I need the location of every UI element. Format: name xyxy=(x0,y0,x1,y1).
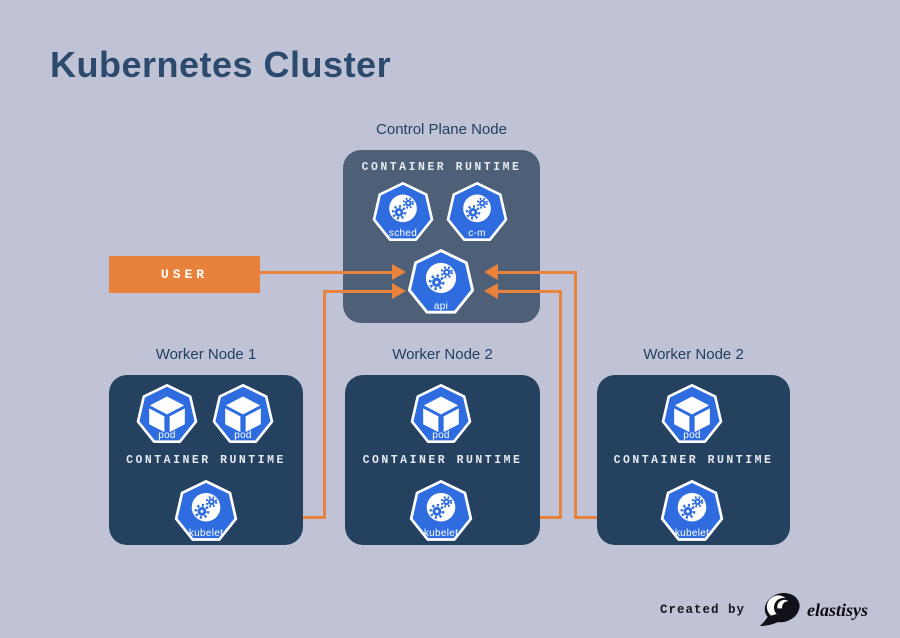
pod-icon: pod xyxy=(210,382,276,448)
api-server-icon: api xyxy=(405,247,477,319)
worker-node-3-box: pod CONTAINER RUNTIME kubelet xyxy=(597,375,790,545)
created-by-label: Created by xyxy=(660,603,746,617)
control-plane-label: Control Plane Node xyxy=(376,121,507,138)
arrow-api-worker2-vertical xyxy=(559,290,562,519)
api-server-icon-label: api xyxy=(433,301,449,312)
user-box: USER xyxy=(109,256,260,293)
pod-icon: pod xyxy=(659,382,725,448)
pod-icon-label: pod xyxy=(234,430,252,441)
arrowhead-into-api-right-top xyxy=(484,264,498,280)
pod-icon-label: pod xyxy=(683,430,701,441)
arrow-user-to-api xyxy=(260,271,392,274)
arrow-api-worker1-top xyxy=(323,290,392,293)
controller-manager-icon-label: c-m xyxy=(468,228,486,239)
arrow-api-worker3-top xyxy=(498,271,577,274)
arrow-api-worker3-vertical xyxy=(574,271,577,519)
elastisys-logo-icon xyxy=(759,592,800,626)
scheduler-icon-label: sched xyxy=(388,228,418,239)
container-runtime-label: CONTAINER RUNTIME xyxy=(126,454,286,467)
arrow-api-worker2-top xyxy=(498,290,562,293)
pod-icon: pod xyxy=(408,382,474,448)
kubelet-icon: kubelet xyxy=(407,478,475,546)
kubelet-icon-label: kubelet xyxy=(188,528,224,539)
controller-manager-icon: c-m xyxy=(444,180,510,246)
kubelet-icon-label: kubelet xyxy=(674,528,710,539)
container-runtime-label: CONTAINER RUNTIME xyxy=(613,454,774,467)
container-runtime-label: CONTAINER RUNTIME xyxy=(362,454,523,467)
pod-icon: pod xyxy=(134,382,200,448)
arrow-api-worker1-vertical xyxy=(323,290,326,519)
kubelet-icon-label: kubelet xyxy=(423,528,459,539)
pod-icon-label: pod xyxy=(432,430,450,441)
user-label: USER xyxy=(160,267,209,282)
scheduler-icon: sched xyxy=(370,180,436,246)
worker-node-3-label: Worker Node 2 xyxy=(643,346,744,363)
pod-icon-label: pod xyxy=(158,430,176,441)
worker-node-1-label: Worker Node 1 xyxy=(155,346,257,363)
kubelet-icon: kubelet xyxy=(172,478,240,546)
arrowhead-into-api-left-bottom xyxy=(392,283,406,299)
page-title: Kubernetes Cluster xyxy=(50,44,392,85)
worker-node-2-box: pod CONTAINER RUNTIME kubelet xyxy=(345,375,540,545)
arrowhead-into-api-right-bottom xyxy=(484,283,498,299)
footer-credit: Created by elastisys xyxy=(660,588,890,632)
container-runtime-label: CONTAINER RUNTIME xyxy=(361,161,522,174)
kubelet-icon: kubelet xyxy=(658,478,726,546)
arrowhead-into-api-left-top xyxy=(392,264,406,280)
worker-node-1-box: pod pod CONTAINER RUNTIME ku xyxy=(109,375,303,545)
worker-node-2-label: Worker Node 2 xyxy=(392,346,493,363)
brand-name: elastisys xyxy=(807,599,869,620)
control-plane-box: CONTAINER RUNTIME sched xyxy=(343,150,540,323)
